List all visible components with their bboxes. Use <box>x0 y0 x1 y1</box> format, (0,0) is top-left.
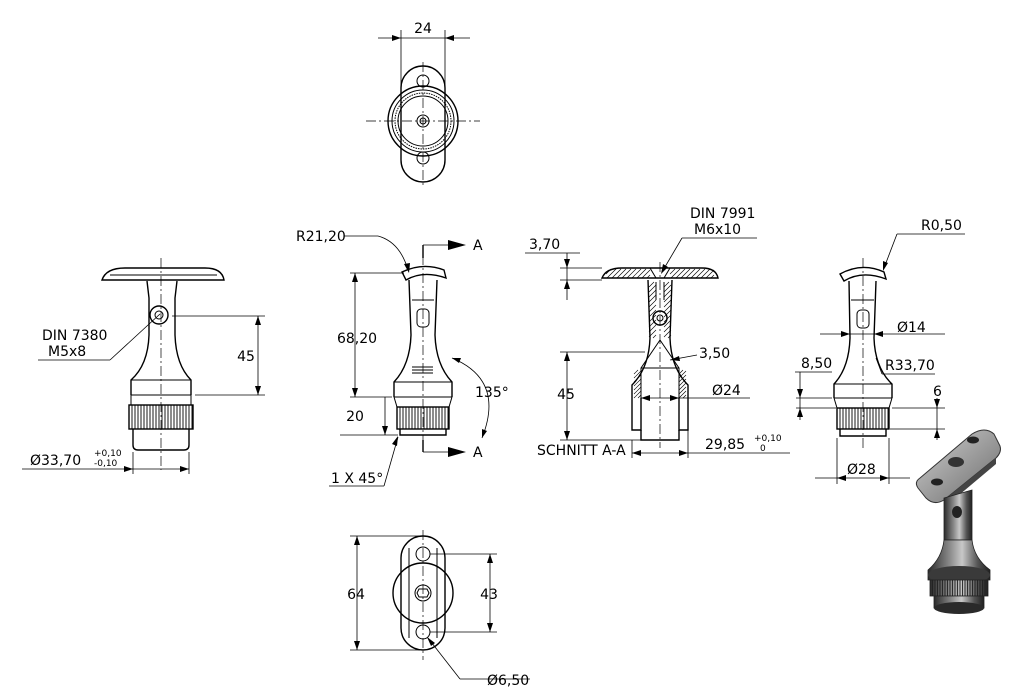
section-label-line1: DIN 7991 <box>690 206 755 222</box>
top-view: 24 <box>366 21 480 185</box>
side-fillet-dim: R33,70 <box>885 358 935 374</box>
bottom-view: 64 43 Ø6,50 <box>347 530 530 689</box>
left-label-line1: DIN 7380 <box>42 328 107 344</box>
section-height-dim: 45 <box>557 387 575 403</box>
section-view: DIN 7991 M6x10 3,70 3,50 45 Ø24 <box>525 206 790 459</box>
side-radius-dim: R0,50 <box>921 218 962 234</box>
left-tol-lower: -0,10 <box>94 459 118 469</box>
front-chamfer-dim: 1 X 45° <box>331 471 383 487</box>
section-tol-upper: +0,10 <box>754 434 782 444</box>
front-angle-dim: 135° <box>475 385 509 401</box>
front-view: A A R21,20 68,20 20 135° 1 X 45° <box>296 229 509 487</box>
left-label-line2: M5x8 <box>48 344 86 360</box>
section-bore-dim: Ø24 <box>712 383 741 399</box>
section-plate-dim: 3,70 <box>529 237 560 253</box>
section-depth-dim: 29,85 <box>705 437 745 453</box>
front-knurl-dim: 20 <box>346 409 364 425</box>
section-wall-dim: 3,50 <box>699 346 730 362</box>
side-height-dim: 8,50 <box>801 356 832 372</box>
section-tol-lower: 0 <box>760 444 766 454</box>
section-label-line2: M6x10 <box>694 222 741 238</box>
side-diameter-dim: Ø28 <box>847 462 876 478</box>
left-height-dim: 45 <box>237 349 255 365</box>
left-diameter-dim: Ø33,70 <box>30 453 81 469</box>
bottom-length-dim: 64 <box>347 587 365 603</box>
front-radius-dim: R21,20 <box>296 229 346 245</box>
section-title: SCHNITT A-A <box>537 443 626 459</box>
3d-render <box>915 429 1001 614</box>
bottom-hole-dim: Ø6,50 <box>487 673 529 689</box>
bottom-spacing-dim: 43 <box>480 587 498 603</box>
top-width-dim: 24 <box>414 21 432 37</box>
side-neck-dim: Ø14 <box>897 320 926 336</box>
section-marker-bottom: A <box>473 445 483 461</box>
side-knurl-dim: 6 <box>933 384 942 400</box>
left-view: DIN 7380 M5x8 45 Ø33,70 +0,10 -0,10 <box>22 258 265 474</box>
left-tol-upper: +0,10 <box>94 449 122 459</box>
front-height-dim: 68,20 <box>337 331 377 347</box>
section-marker-top: A <box>473 238 483 254</box>
side-view: R0,50 Ø14 8,50 R33,70 6 Ø28 <box>795 218 965 484</box>
